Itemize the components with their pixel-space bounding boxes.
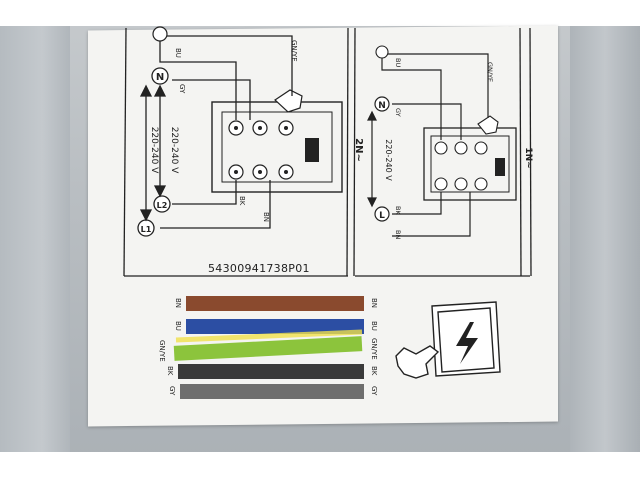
legend-code-right-gnye: GN/YE [370, 338, 378, 360]
right-terminal-block [423, 115, 517, 201]
left-terminal-block [211, 89, 343, 193]
legend-code-right-gy: GY [370, 386, 378, 396]
legend-code-left-bn: BN [174, 298, 182, 308]
left-wire-label-bn: BN [262, 212, 270, 222]
legend-code-left-gy: GY [168, 386, 176, 396]
legend-code-right-bu: BU [370, 321, 378, 331]
right-terminal-l-label: L [379, 211, 385, 221]
right-terminals: N L [374, 45, 390, 222]
right-terminal-n-label: N [378, 101, 386, 111]
frame-left-edge [123, 27, 127, 277]
left-voltage-arrows [139, 84, 167, 222]
wire-swatch-gy [180, 384, 364, 399]
wire-swatch-gnye [173, 336, 363, 361]
left-terminals: N L2 L1 [137, 26, 171, 237]
metal-panel-right [570, 26, 640, 452]
terminal-l1-label: L1 [141, 225, 152, 234]
wire-swatch-bn [186, 296, 364, 311]
left-wire-label-bk: BK [238, 196, 246, 206]
ground-icon [152, 26, 168, 42]
legend-code-right-bk: BK [370, 366, 378, 376]
frame-right-inner [519, 27, 522, 277]
terminal-n-label: N [156, 72, 164, 83]
left-wire-label-gy: GY [178, 84, 186, 94]
legend-code-left-bk: BK [166, 366, 174, 376]
wire-swatch-bk [178, 364, 364, 379]
wire-swatch-bu [186, 319, 364, 334]
left-voltage-label-1: 220-240 V [169, 127, 179, 174]
right-wires [381, 53, 489, 237]
electric-hazard-icon [395, 301, 501, 379]
legend-code-left-gnye: GN/YE [158, 340, 166, 362]
right-wire-label-bk: BK [394, 206, 402, 215]
part-number: 54300941738P01 [208, 262, 310, 275]
right-wire-label-bn: BN [394, 230, 402, 239]
right-voltage-arrow [367, 110, 377, 208]
lightning-bolt-icon [456, 322, 478, 364]
right-wire-label-gnye: GN/YE [486, 62, 494, 82]
right-config-label: 1N~ [523, 147, 533, 168]
legend-code-left-bu: BU [174, 321, 182, 331]
bottom-white-border [0, 452, 640, 480]
left-config-label: 2N~ [353, 138, 364, 162]
ground-icon [375, 45, 389, 59]
legend-code-right-bn: BN [370, 298, 378, 308]
left-wire-label-gnye: GN/YE [290, 40, 298, 62]
top-white-border [0, 0, 640, 26]
right-wire-label-gy: GY [394, 108, 402, 117]
metal-panel-left [0, 26, 70, 452]
wire-legend [173, 296, 364, 399]
frame-right-edge [529, 27, 532, 277]
left-wires [159, 35, 293, 229]
hand-icon [395, 345, 440, 379]
frame-divider [346, 27, 349, 277]
frame-divider-2 [353, 27, 356, 277]
right-wire-label-bu: BU [394, 58, 402, 67]
left-voltage-label-2: 220-240 V [149, 127, 159, 174]
terminal-l2-label: L2 [157, 201, 168, 210]
right-voltage-label: 220-240 V [384, 139, 393, 181]
left-wire-label-bu: BU [174, 48, 182, 58]
